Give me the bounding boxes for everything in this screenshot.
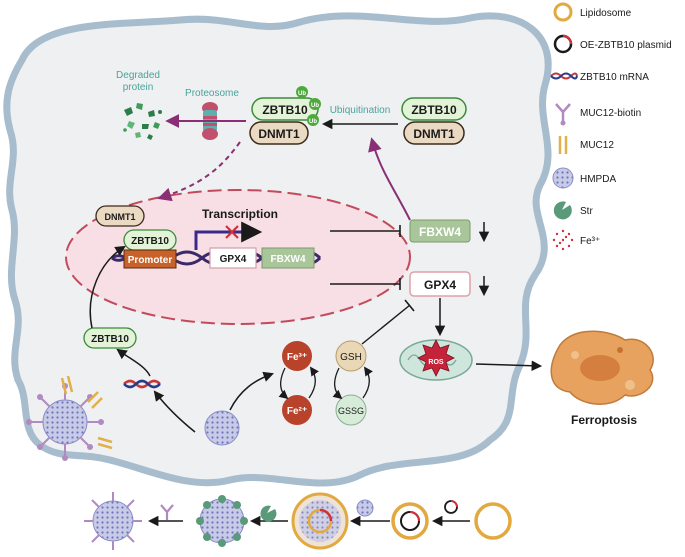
hmpda-to-fe3-arrow [229,371,274,411]
legend-mrna-label: ZBTB10 mRNA [580,72,649,83]
legend-fe3-icon [552,229,574,251]
svg-text:Ub: Ub [298,91,306,97]
fbxw4-to-ubiquitination-arrow [368,137,411,221]
pipeline-lipid-particle [291,492,349,550]
pipeline-str-particle [196,495,248,547]
pipeline-loaded-lipidosome [391,502,429,540]
gsh-to-gpx4-bar [404,299,415,312]
fe2-to-fe3-arc [308,366,319,399]
fbxw4-gene-box [261,247,315,269]
dnmt1-label-top-left: DNMT1 [258,127,300,141]
ros-burst-icon: ROS [417,339,455,377]
fbxw4-gene-label: FBXW4 [271,254,306,265]
svg-text:Ub: Ub [309,119,317,125]
gpx4-gene-box [209,247,257,269]
zbtb10-label-top-left: ZBTB10 [262,103,308,117]
legend-hmpda-icon [552,167,574,189]
transcription-arrow [194,221,263,250]
legend-lipidosome-icon [553,2,573,22]
zbtb10-mrna-icon [123,379,161,389]
ub-tag-1: Ub [296,86,308,98]
ferroptosis-cell [550,330,654,405]
ros-label: ROS [428,359,444,366]
proteosome-label: Proteosome [185,88,239,99]
legend-muc12-biotin-icon [555,103,571,126]
promoter-box [123,249,177,269]
pipeline-str-icon [260,505,277,522]
legend-lipidosome-label: Lipidosome [580,8,632,19]
legend: Lipidosome OE-ZBTB10 plasmid ZBTB10 mRNA… [550,2,672,251]
legend-muc12-biotin-label: MUC12-biotin [580,108,641,119]
synthesis-pipeline [84,492,512,550]
pipeline-empty-lipidosome [474,502,512,540]
zbtb10-to-nucleus-arrow [89,245,126,329]
ubiquitination-label: Ubiquitination [330,105,391,116]
pipeline-targeted-particle [84,492,142,550]
legend-mrna-icon [550,72,578,80]
gsh-to-gssg-arc [332,367,343,400]
gpx4-box [409,271,471,297]
dashed-purple-arrow [157,141,241,202]
dnmt1-pill-nucleus [95,205,145,227]
mrna-to-zbtb10-arrow [116,348,151,377]
fe2-node [282,395,312,425]
fbxw4-box [409,219,471,243]
proteosome-icon [202,102,218,140]
block-x-icon [225,225,239,239]
ub-tag-2: Ub [309,98,321,110]
gssg-label: GSSG [338,406,364,416]
gpx4-gene-label: GPX4 [220,254,247,265]
ubiquitinated-complex: ZBTB10 DNMT1 Ub Ub Ub [249,86,321,145]
legend-muc12-label: MUC12 [580,140,614,151]
fbxw4-label: FBXW4 [419,225,461,239]
fe2-label: Fe²⁺ [287,406,307,417]
degraded-protein-fragments [123,103,162,140]
dnmt1-pill-top-left [249,121,309,145]
gsh-label: GSH [340,352,362,363]
hmpda-particle-inside [204,410,240,446]
transcription-label: Transcription [202,207,278,221]
pipeline-plasmid-icon [444,500,458,514]
mito-to-ferroptosis-arrow [475,360,543,371]
promoter-label: Promoter [128,255,173,266]
zbtb10-label-nucleus: ZBTB10 [131,236,169,247]
gssg-to-gsh-arc [362,366,373,399]
legend-fe3-label: Fe³⁺ [580,236,600,247]
degraded-protein-label-line2: protein [123,82,154,93]
svg-text:Ub: Ub [311,103,319,109]
fe3-to-fe2-arc [278,367,289,400]
targeted-nanoparticle-entering [26,383,104,461]
zbtb10-label-top-right: ZBTB10 [411,103,457,117]
legend-plasmid-label: OE-ZBTB10 plasmid [580,40,672,51]
pipeline-hmpda-icon [356,499,374,517]
pipeline-muc12-biotin-icon [160,504,174,520]
gsh-node [335,340,367,372]
legend-hmpda-label: HMPDA [580,174,616,185]
ub-tag-3: Ub [307,114,319,126]
dnmt1-label-nucleus: DNMT1 [105,212,136,222]
gsh-to-gpx4-line [361,304,411,345]
dnmt1-pill-top-right [403,121,465,145]
zbtb10-pill-top-right [401,97,467,121]
zbtb10-label-cytoplasm: ZBTB10 [91,334,129,345]
legend-muc12-icon [558,136,568,154]
gssg-node [335,394,367,426]
zbtb10-pill-cytoplasm [83,327,137,349]
legend-str-label: Str [580,206,593,217]
fe3-label: Fe³⁺ [287,352,307,363]
dnmt1-label-top-right: DNMT1 [413,127,455,141]
gpx4-label: GPX4 [424,278,456,292]
degraded-protein-label: Degraded [116,70,160,81]
muc12-receptors-membrane [60,375,113,450]
fe3-node [282,341,312,371]
hmpda-to-mrna-arrow [153,390,196,433]
ferroptosis-label: Ferroptosis [571,413,637,427]
legend-str-icon [553,201,572,220]
